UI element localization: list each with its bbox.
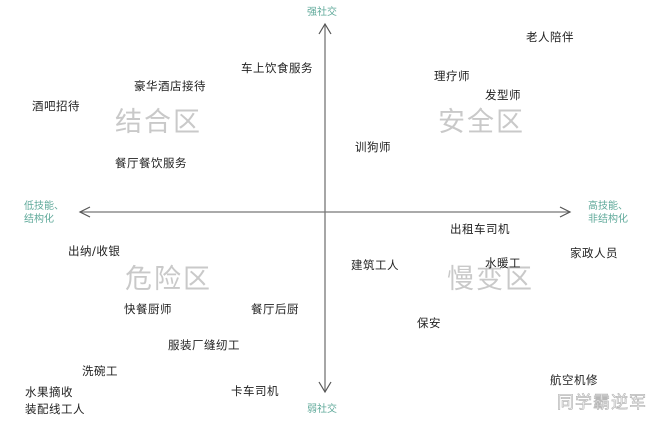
axis-label-strong-social: 强社交 xyxy=(307,7,337,18)
arrow-up-icon xyxy=(318,22,332,35)
zone-label-safe: 安全区 xyxy=(438,107,525,138)
job-kitchen-staff: 餐厅后厨 xyxy=(251,302,299,316)
job-hairstylist: 发型师 xyxy=(485,88,521,102)
zone-label-danger: 危险区 xyxy=(125,264,212,295)
job-elderly-companion: 老人陪伴 xyxy=(526,30,574,44)
axis-label-high-skill: 高技能、 非结构化 xyxy=(588,200,628,226)
job-restaurant-service: 餐厅餐饮服务 xyxy=(115,156,187,170)
job-garment-sewer: 服装厂缝纫工 xyxy=(168,338,240,352)
arrow-left-icon xyxy=(78,206,91,218)
job-onboard-catering: 车上饮食服务 xyxy=(241,61,313,75)
axis-label-low-skill-line1: 低技能、 xyxy=(24,201,64,212)
zone-label-slow-change: 慢变区 xyxy=(447,264,534,295)
job-aircraft-mechanic: 航空机修 xyxy=(550,373,598,387)
watermark: 同学霸逆军 xyxy=(557,393,647,414)
job-taxi-driver: 出租车司机 xyxy=(450,222,510,236)
job-dishwasher: 洗碗工 xyxy=(82,364,118,378)
job-cashier: 出纳/收银 xyxy=(68,244,121,258)
job-plumber: 水暖工 xyxy=(485,256,521,270)
job-luxury-hotel-reception: 豪华酒店接待 xyxy=(134,79,206,93)
job-fruit-picker: 水果摘收 xyxy=(25,385,73,399)
job-fast-food-cook: 快餐厨师 xyxy=(124,302,172,316)
job-assembly-line-worker: 装配线工人 xyxy=(25,402,85,416)
job-bar-attendant: 酒吧招待 xyxy=(32,99,80,113)
job-construction-worker: 建筑工人 xyxy=(351,258,399,272)
axis-label-low-skill: 低技能、 结构化 xyxy=(24,200,64,226)
axis-label-low-skill-line2: 结构化 xyxy=(24,214,54,225)
job-housekeeper: 家政人员 xyxy=(570,246,618,260)
arrow-down-icon xyxy=(318,381,332,394)
job-truck-driver: 卡车司机 xyxy=(231,384,279,398)
job-security-guard: 保安 xyxy=(417,316,441,330)
arrow-right-icon xyxy=(559,206,572,218)
axis-label-high-skill-line1: 高技能、 xyxy=(588,201,628,212)
job-dog-trainer: 训狗师 xyxy=(355,140,391,154)
zone-label-combined: 结合区 xyxy=(115,107,202,138)
job-physiotherapist: 理疗师 xyxy=(434,69,470,83)
axis-label-weak-social: 弱社交 xyxy=(307,404,337,415)
axis-label-high-skill-line2: 非结构化 xyxy=(588,214,628,225)
